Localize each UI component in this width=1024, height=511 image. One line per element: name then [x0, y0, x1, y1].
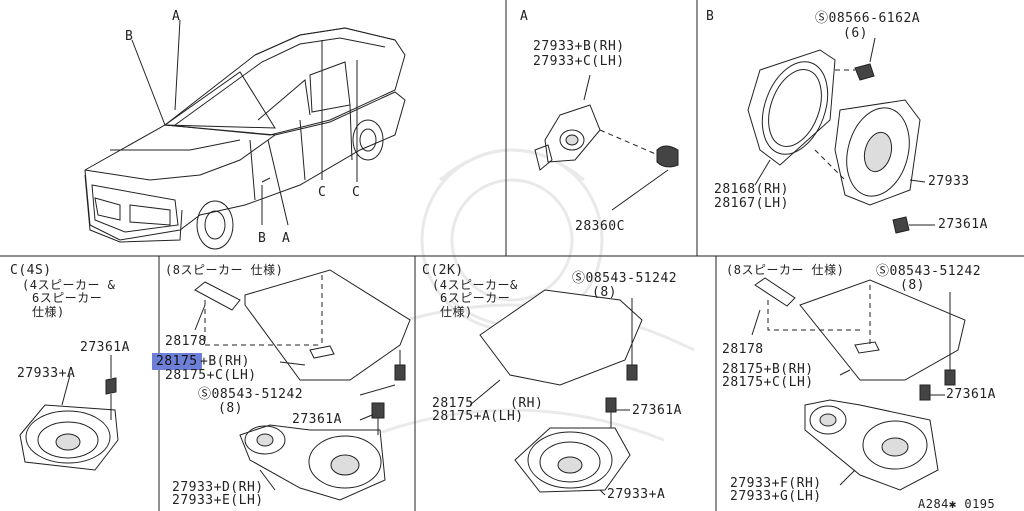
c4s-speaker	[19, 355, 119, 471]
part-28175b-suffix: +B(RH)	[200, 354, 250, 369]
part-c8b-screw: Ⓢ08543-51242	[876, 264, 982, 279]
car-callout-a-top: A	[172, 9, 181, 24]
part-c8-27361a: 27361A	[292, 412, 342, 427]
part-28175a: 28175+A(LH)	[432, 409, 524, 424]
car-illustration	[84, 19, 406, 250]
part-28167: 28167(LH)	[714, 196, 789, 211]
part-c8b-28175c: 28175+C(LH)	[722, 375, 814, 390]
part-27933b: 27933+B(RH)	[533, 39, 625, 54]
part-27933f: 27933+F(RH)	[730, 476, 822, 491]
part-c8b-28178: 28178	[722, 342, 764, 357]
tweeter-a-assembly	[534, 74, 679, 211]
part-27933g: 27933+G(LH)	[730, 489, 822, 504]
speaker-b-assembly	[747, 37, 935, 234]
section-title-c4s: C(4S)	[10, 263, 52, 278]
part-c8b-27361a: 27361A	[946, 387, 996, 402]
part-c4s-27933a: 27933+A	[17, 366, 76, 381]
part-c2k-28175-rh: (RH)	[510, 396, 544, 411]
part-c8b-28175b: 28175+B(RH)	[722, 362, 814, 377]
diagram-code: A284✱ 0195	[918, 497, 996, 511]
c2k-note-1: (4スピーカー&	[432, 278, 518, 292]
car-callout-c2: C	[352, 185, 361, 200]
part-b-screw: Ⓢ08566-6162A	[815, 11, 921, 26]
part-27933c: 27933+C(LH)	[533, 54, 625, 69]
part-c8-screw-qty: (8)	[218, 401, 243, 416]
part-27933e: 27933+E(LH)	[172, 493, 264, 508]
part-b-27361a: 27361A	[938, 217, 988, 232]
c2k-note-3: 仕様)	[440, 305, 473, 319]
part-27933: 27933	[928, 174, 970, 189]
section-title-c2k: C(2K)	[422, 263, 464, 278]
section-title-c8: (8スピーカー 仕様)	[165, 263, 284, 277]
c4s-note-2: 6スピーカー	[32, 291, 103, 305]
c8b-trim-and-speaker	[751, 277, 966, 491]
part-c2k-27361a: 27361A	[632, 403, 682, 418]
part-c8b-screw-qty: (8)	[900, 278, 925, 293]
c2k-trim-and-speaker	[469, 289, 643, 496]
part-28175c: 28175+C(LH)	[165, 368, 257, 383]
part-28360c: 28360C	[575, 219, 625, 234]
part-c8-screw: Ⓢ08543-51242	[198, 387, 304, 402]
car-callout-b-top: B	[125, 29, 134, 44]
section-title-b: B	[706, 9, 715, 24]
part-c2k-28175: 28175	[432, 396, 474, 411]
c4s-note-1: (4スピーカー &	[22, 278, 116, 292]
part-c2k-27933a: 27933+A	[607, 487, 666, 502]
c8-trim-and-speaker	[194, 269, 411, 501]
section-title-a: A	[520, 9, 529, 24]
part-28168: 28168(RH)	[714, 182, 789, 197]
car-callout-b-bottom: B	[258, 231, 267, 246]
c4s-note-3: 仕様)	[32, 305, 65, 319]
part-28175b-number[interactable]: 28175	[152, 353, 202, 370]
car-callout-c1: C	[318, 185, 327, 200]
section-title-c8b: (8スピーカー 仕様)	[726, 263, 845, 277]
part-c2k-screw: Ⓢ08543-51242	[572, 271, 678, 286]
part-28178: 28178	[165, 334, 207, 349]
part-27933d: 27933+D(RH)	[172, 480, 264, 495]
part-c2k-screw-qty: (8)	[592, 285, 617, 300]
part-c4s-27361a: 27361A	[80, 340, 130, 355]
car-callout-a-bottom: A	[282, 231, 291, 246]
part-b-screw-qty: (6)	[843, 26, 868, 41]
c2k-note-2: 6スピーカー	[440, 291, 511, 305]
